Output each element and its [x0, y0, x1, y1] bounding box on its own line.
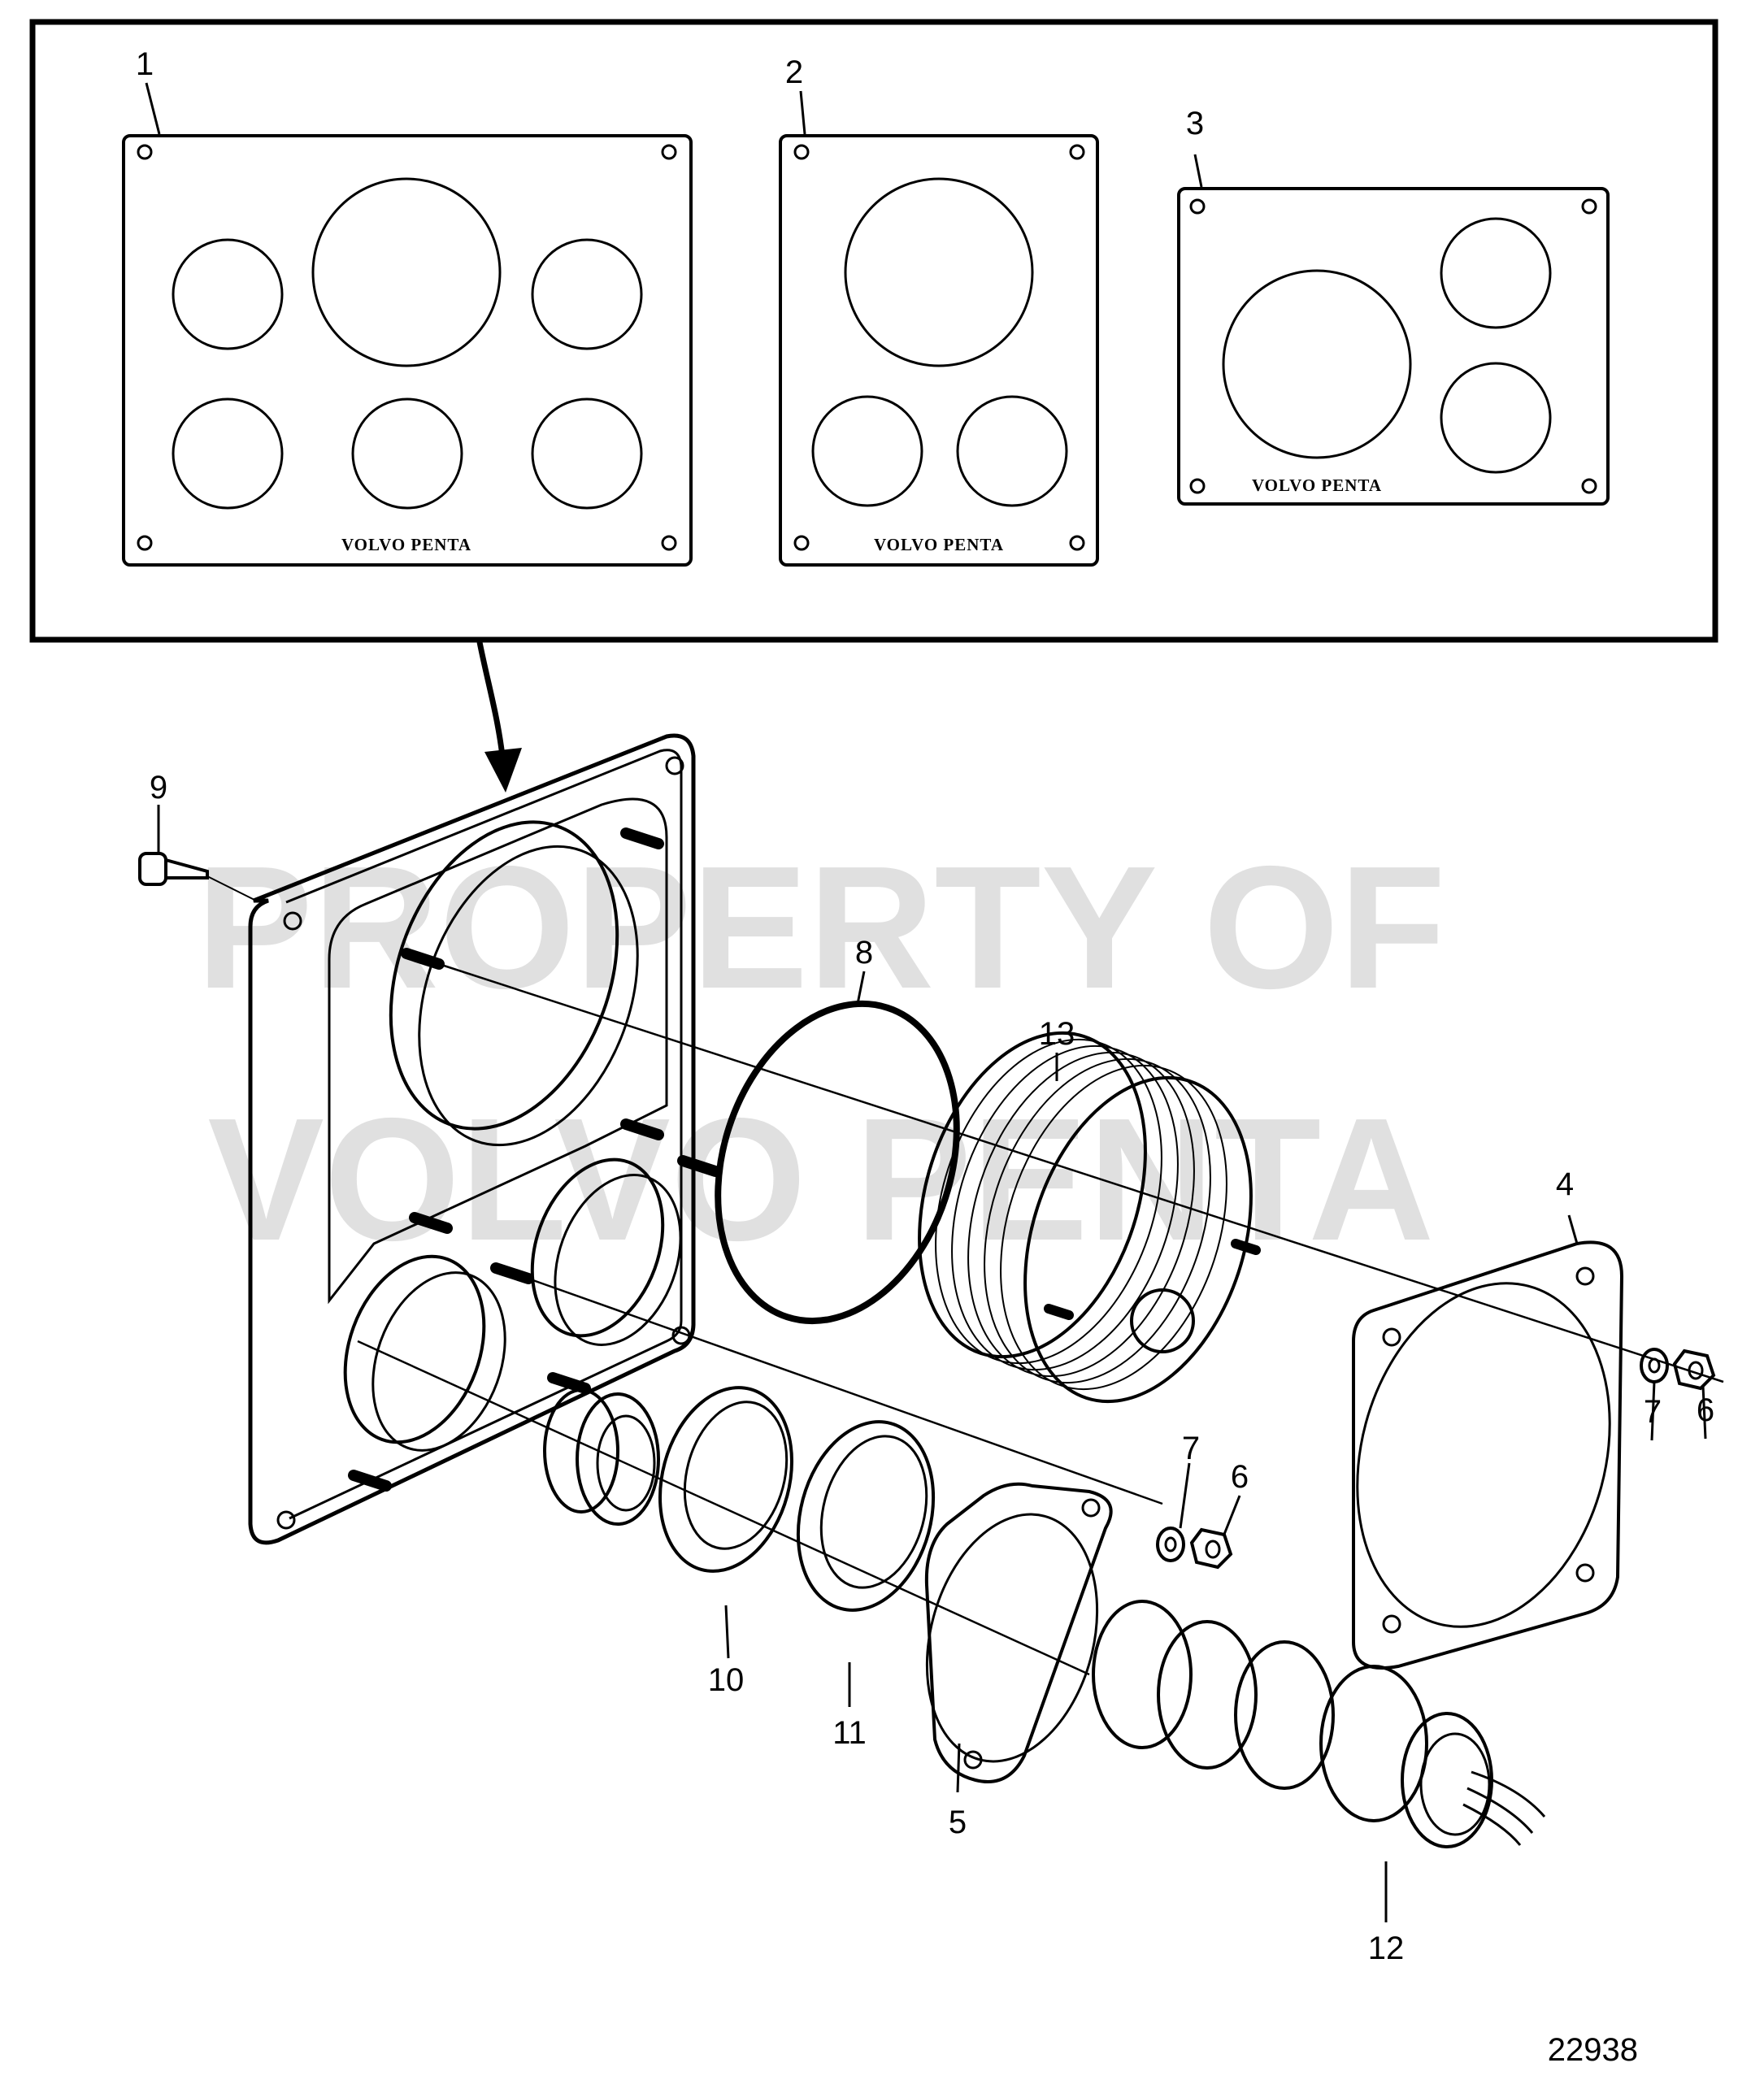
- panel-3-brand: VOLVO PENTA: [1252, 476, 1382, 495]
- panel-2-brand: VOLVO PENTA: [874, 535, 1004, 554]
- panel-variant-2: VOLVO PENTA: [779, 134, 1099, 567]
- bezel-part-4: [1352, 1240, 1624, 1670]
- callout-2: 2: [785, 54, 803, 90]
- washer-part-7-right: [1640, 1348, 1669, 1383]
- callout-9: 9: [150, 770, 167, 806]
- panel-variant-3: VOLVO PENTA: [1177, 187, 1610, 506]
- ring-part-10: [658, 1386, 794, 1573]
- callouts: 1 2 3 4 5 6 7 6 7 8 9 10 11 12 13: [136, 46, 1714, 1966]
- panel-variants-box: [29, 19, 1718, 643]
- callout-1: 1: [136, 46, 154, 82]
- callout-11: 11: [832, 1715, 867, 1751]
- callout-7-right: 7: [1644, 1394, 1662, 1430]
- panel-1-brand: VOLVO PENTA: [341, 535, 471, 554]
- nut-part-6-right: [1672, 1349, 1716, 1391]
- callout-3: 3: [1186, 106, 1204, 141]
- assembly-lines: [357, 962, 1724, 1676]
- gasket-part-5: [924, 1482, 1113, 1783]
- panel-variant-1: VOLVO PENTA: [122, 134, 693, 567]
- watermark-line-1: PROPERTY OF: [196, 829, 1445, 1025]
- gauge-body-part-13: [918, 1031, 1261, 1404]
- callout-10: 10: [708, 1662, 745, 1698]
- figure-number: 22938: [1548, 2032, 1638, 2068]
- callout-8: 8: [855, 935, 873, 971]
- threaded-collar: [543, 1388, 660, 1526]
- callout-6-right: 6: [1697, 1392, 1714, 1428]
- callout-7-lower: 7: [1182, 1431, 1200, 1466]
- callout-12: 12: [1368, 1930, 1405, 1966]
- callout-6-lower: 6: [1231, 1459, 1249, 1495]
- leader-lines: [145, 82, 1707, 1922]
- arrow-to-panel: [476, 641, 522, 793]
- screw-part-9: [138, 852, 257, 901]
- sender-part-12: [1092, 1600, 1546, 1848]
- callout-5: 5: [949, 1805, 967, 1840]
- callout-4: 4: [1556, 1166, 1574, 1202]
- ring-part-11: [796, 1420, 936, 1612]
- washer-part-7-lower: [1156, 1527, 1185, 1562]
- o-ring-part-8: [715, 1000, 960, 1325]
- callout-13: 13: [1039, 1016, 1075, 1052]
